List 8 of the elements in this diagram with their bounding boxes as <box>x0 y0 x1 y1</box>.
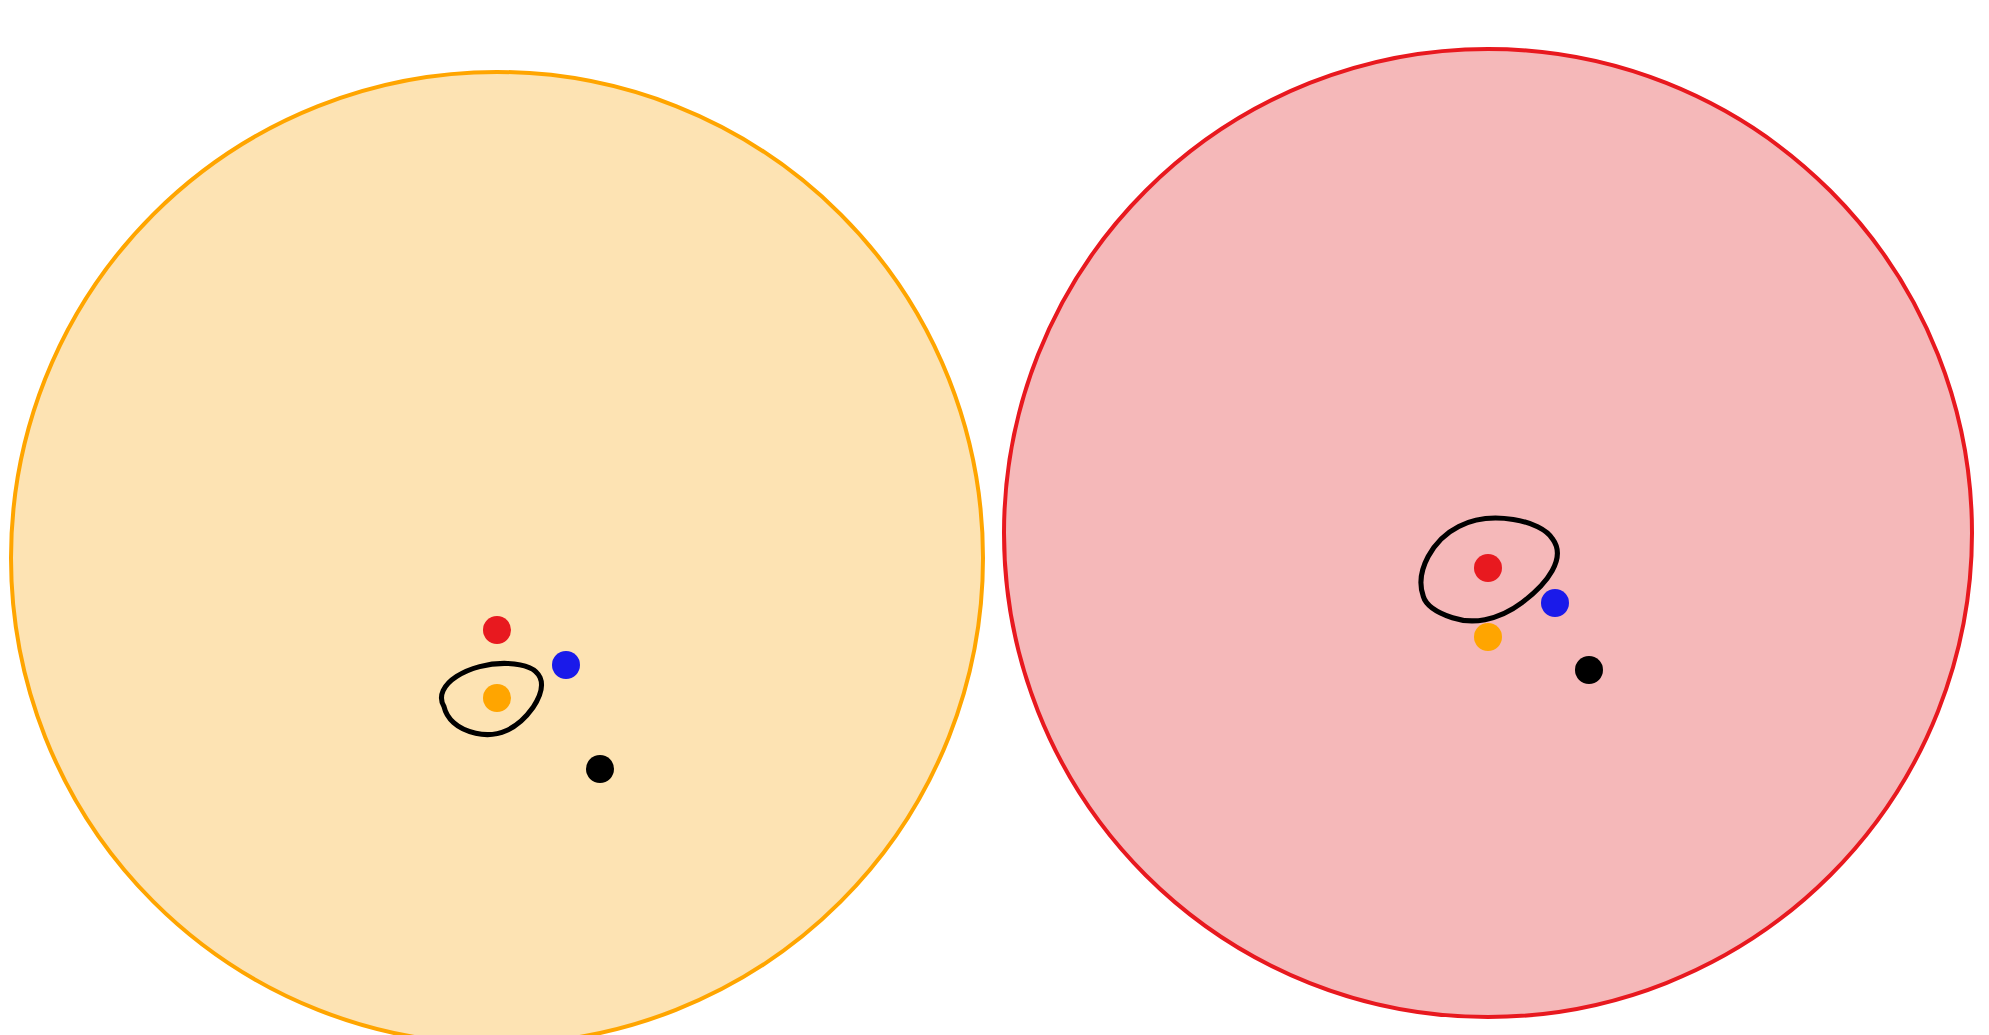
dot <box>1474 554 1502 582</box>
dot <box>552 651 580 679</box>
dot <box>586 755 614 783</box>
dot <box>1474 623 1502 651</box>
dot <box>483 616 511 644</box>
dot <box>1575 656 1603 684</box>
dot <box>1541 589 1569 617</box>
dot <box>483 684 511 712</box>
